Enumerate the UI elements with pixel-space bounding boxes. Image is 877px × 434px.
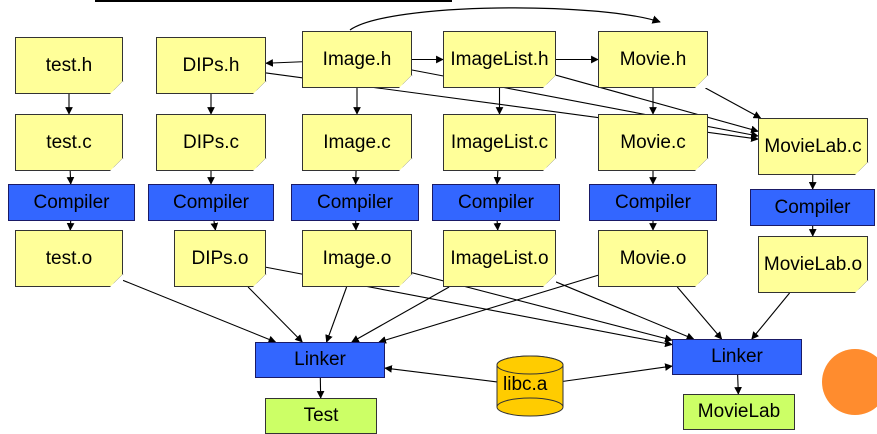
compiler-comp-test: Compiler bbox=[8, 184, 135, 221]
compiler-comp-imagelist: Compiler bbox=[432, 184, 560, 221]
edge-libc-to-linker-movielab bbox=[562, 363, 673, 382]
header-test-h: test.h bbox=[15, 37, 123, 94]
edge-dips-o-to-linker-test bbox=[247, 286, 303, 343]
edge-comp-imagelist-to-imagelist-o bbox=[493, 220, 502, 231]
executable-exe-movielab: MovieLab bbox=[683, 394, 795, 430]
edge-comp-dips-to-dips-o bbox=[210, 220, 219, 231]
edge-test-c-to-comp-test bbox=[66, 170, 75, 185]
linker-linker-test: Linker bbox=[255, 342, 385, 378]
edge-libc-to-linker-test bbox=[384, 365, 498, 383]
compiler-comp-dips: Compiler bbox=[148, 184, 274, 221]
compiler-comp-movie: Compiler bbox=[589, 184, 717, 221]
edge-image-o-to-linker-test bbox=[325, 286, 348, 343]
edge-movie-o-to-linker-test bbox=[378, 274, 599, 344]
object-imagelist-o: ImageList.o bbox=[443, 230, 556, 287]
object-dips-o: DIPs.o bbox=[174, 230, 266, 287]
edge-movielab-o-to-linker-movielab bbox=[751, 292, 791, 340]
edge-movie-h-to-movielab-c bbox=[705, 87, 762, 119]
libc-label: libc.a bbox=[503, 374, 548, 395]
edge-imagelist-o-to-linker-movielab bbox=[555, 281, 695, 340]
compiler-comp-image: Compiler bbox=[291, 184, 419, 221]
source-movie-c: Movie.c bbox=[598, 114, 708, 171]
object-image-o: Image.o bbox=[302, 230, 412, 287]
header-movie-h: Movie.h bbox=[598, 31, 708, 88]
decorative-orange-circle bbox=[822, 349, 877, 415]
source-test-c: test.c bbox=[15, 114, 123, 171]
image-h-to-movie-h-curve bbox=[349, 7, 661, 31]
header-dips-h: DIPs.h bbox=[156, 37, 266, 94]
title-underline bbox=[95, 0, 452, 2]
edge-imagelist-o-to-linker-test bbox=[351, 286, 450, 343]
edge-image-h-to-dips-h bbox=[265, 59, 303, 67]
source-dips-c: DIPs.c bbox=[156, 114, 266, 171]
libc-cylinder bbox=[496, 355, 564, 417]
edge-movie-o-to-linker-movielab bbox=[676, 286, 723, 340]
object-movie-o: Movie.o bbox=[598, 230, 708, 287]
object-test-o: test.o bbox=[15, 230, 123, 287]
source-imagelist-c: ImageList.c bbox=[443, 114, 556, 171]
object-movielab-o: MovieLab.o bbox=[758, 236, 868, 293]
edge-imagelist-h-to-movielab-c bbox=[555, 74, 759, 134]
header-image-h: Image.h bbox=[302, 31, 412, 88]
edge-test-o-to-linker-test bbox=[122, 279, 277, 343]
edge-linker-movielab-to-exe-movielab bbox=[734, 374, 742, 395]
linker-linker-movielab: Linker bbox=[672, 339, 802, 375]
source-movielab-c: MovieLab.c bbox=[758, 118, 868, 175]
header-imagelist-h: ImageList.h bbox=[443, 31, 556, 88]
executable-exe-test: Test bbox=[265, 398, 377, 434]
source-image-c: Image.c bbox=[302, 114, 412, 171]
edge-imagelist-c-to-comp-imagelist bbox=[493, 170, 502, 185]
compiler-comp-movielab: Compiler bbox=[750, 189, 875, 226]
